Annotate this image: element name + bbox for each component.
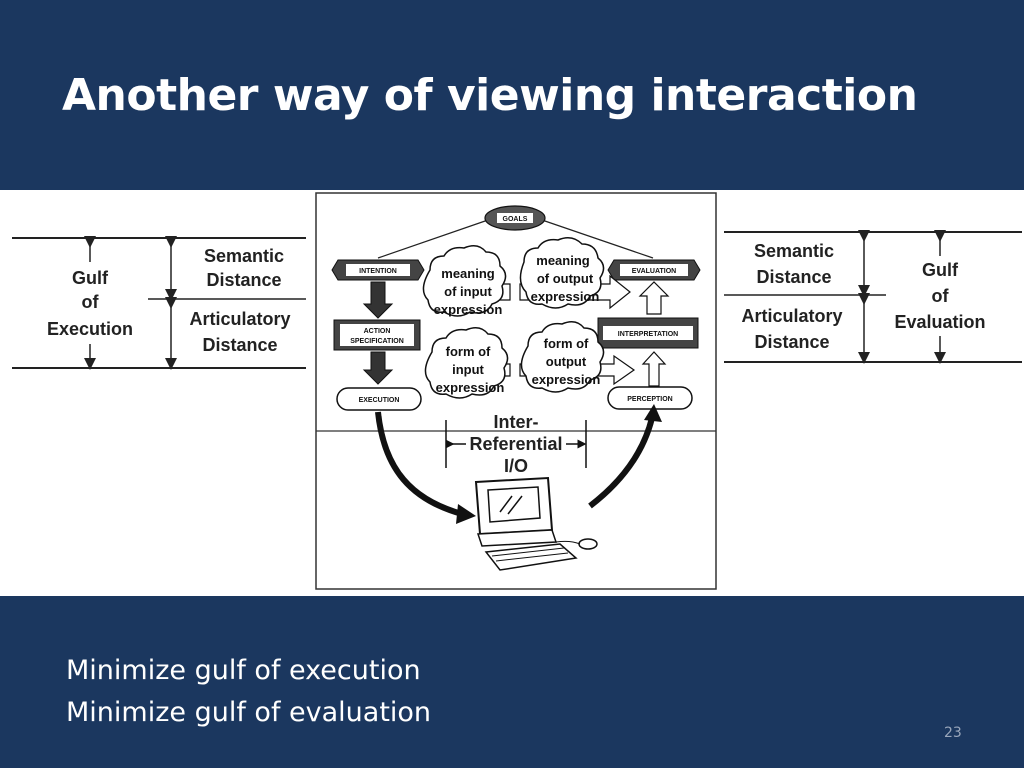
left-semantic-label-2: Distance [206,270,281,290]
evaluation-label: EVALUATION [632,268,676,275]
action-spec-label-2: SPECIFICATION [350,338,404,345]
execution-node [336,387,422,411]
bullet-list: Minimize gulf of execution Minimize gulf… [66,650,431,734]
left-gulf-label-2: of [82,292,100,312]
right-gulf-label-2: of [932,286,950,306]
left-semantic-label-1: Semantic [204,246,284,266]
meaning-input-label-3: expression [434,302,503,317]
left-gulf-scale: Gulf of Execution Semantic Distance Arti… [12,236,306,370]
execution-label: EXECUTION [359,397,400,404]
bullet-item: Minimize gulf of execution [66,655,421,686]
form-input-label-1: form of [446,344,491,359]
slide-header: Another way of viewing interaction [0,0,1024,190]
left-gulf-label-1: Gulf [72,268,109,288]
right-semantic-label-1: Semantic [754,241,834,261]
left-articulatory-label-1: Articulatory [189,309,290,329]
perception-curve-arrow [588,417,655,509]
intention-label: INTENTION [359,268,397,275]
right-gulf-label-1: Gulf [922,260,959,280]
form-input-cloud [424,327,509,399]
meaning-output-label-1: meaning [536,253,590,268]
left-gulf-label-3: Execution [47,319,133,339]
meaning-output-label-2: of output [537,271,594,286]
center-figure: GOALS INTENTION EVALUATION ACTION SPECIF… [315,192,717,590]
interpretation-label: INTERPRETATION [618,331,678,338]
meaning-output-cloud [519,237,605,309]
form-output-label-3: expression [532,372,601,387]
page-number: 23 [944,725,962,741]
slide-title: Another way of viewing interaction [62,70,918,121]
meaning-input-label-2: of input [444,284,492,299]
right-articulatory-label-2: Distance [754,332,829,352]
right-gulf-scale: Semantic Distance Articulatory Distance … [724,230,1022,364]
interref-label-1: Inter- [494,412,539,432]
meaning-input-label-1: meaning [441,266,495,281]
form-input-label-3: expression [436,380,505,395]
slide-footer [0,596,1024,768]
bullet-item: Minimize gulf of evaluation [66,697,432,728]
form-output-label-2: output [546,354,587,369]
perception-label: PERCEPTION [627,396,673,403]
interref-label-2: Referential [469,434,562,454]
right-semantic-label-2: Distance [756,267,831,287]
form-output-cloud [520,321,605,393]
right-gulf-label-3: Evaluation [894,312,985,332]
execution-curve-arrow [375,411,463,517]
form-output-label-1: form of [544,336,589,351]
meaning-output-label-3: expression [531,289,600,304]
left-articulatory-label-2: Distance [202,335,277,355]
computer-icon [474,476,598,571]
perception-node [607,386,693,410]
action-spec-label-1: ACTION [364,328,391,335]
form-input-label-2: input [452,362,484,377]
meaning-input-cloud [422,245,507,317]
right-articulatory-label-1: Articulatory [741,306,842,326]
goals-label: GOALS [503,216,528,223]
interref-label-3: I/O [504,456,528,476]
